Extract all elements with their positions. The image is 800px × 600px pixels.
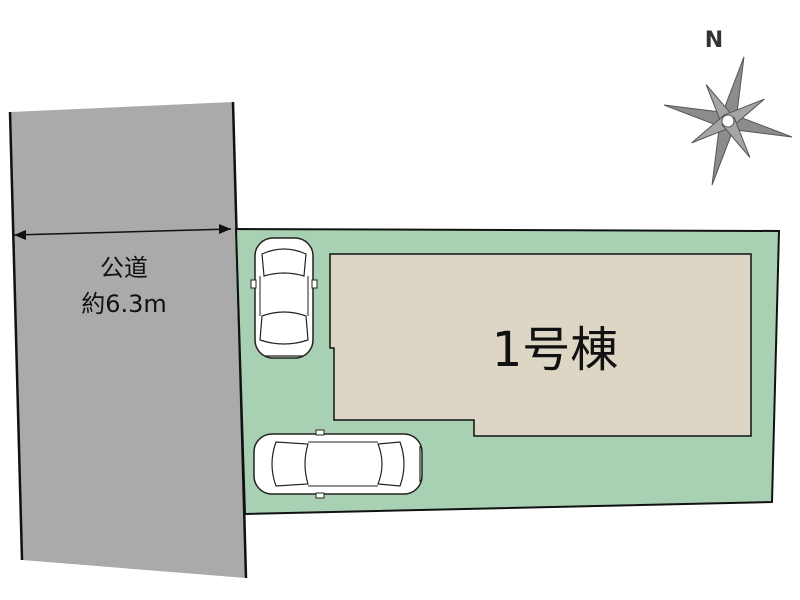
road-width-dimension (13, 224, 232, 240)
car-icon (253, 429, 423, 499)
compass-rose-icon (663, 56, 793, 186)
road-edge-left (8, 111, 24, 561)
public-road (10, 102, 246, 578)
car-icon (250, 237, 318, 359)
road-label: 公道 (100, 254, 148, 282)
building-1 (329, 253, 752, 437)
building-1-label: 1号棟 (492, 322, 619, 378)
north-label: N (705, 28, 723, 53)
road-width-label: 約6.3m (81, 290, 167, 318)
